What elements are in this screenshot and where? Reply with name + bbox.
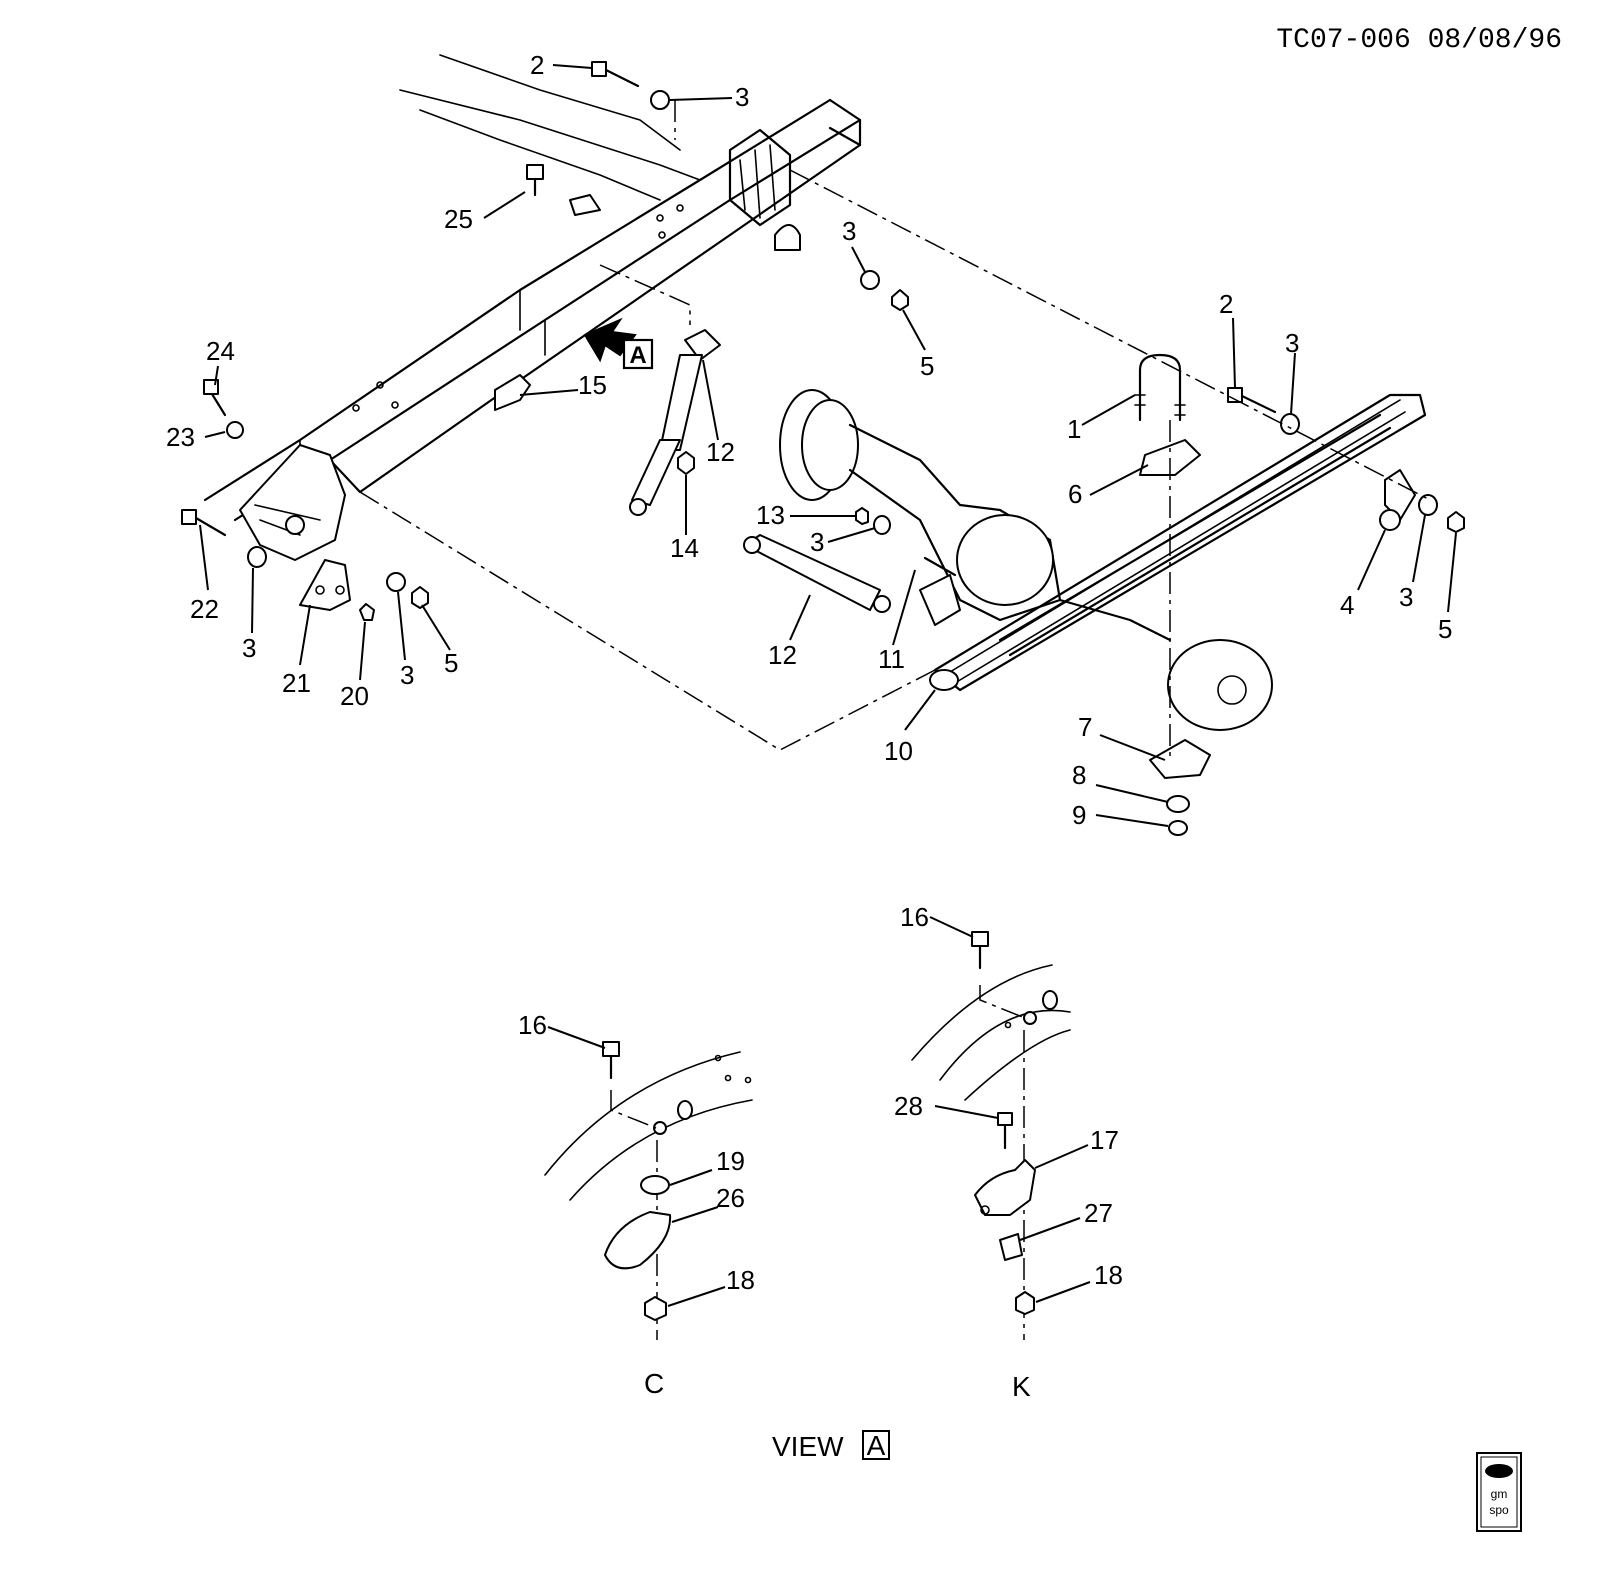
callout-10: 10 xyxy=(884,736,913,766)
callout-3: 3 xyxy=(400,660,414,690)
front-spring-hanger xyxy=(239,444,351,611)
detail-label-k: K xyxy=(1012,1371,1031,1402)
u-bolt xyxy=(1134,353,1186,422)
view-a-badge: A xyxy=(622,338,654,370)
lower-plate xyxy=(1149,739,1211,836)
drawing-id: TC07-006 08/08/96 xyxy=(1276,25,1562,56)
callout-25: 25 xyxy=(444,204,473,234)
callout-17: 17 xyxy=(1090,1125,1119,1155)
bump-stop xyxy=(494,374,531,411)
svg-text:spo: spo xyxy=(1489,1503,1509,1517)
frame-crossmember xyxy=(728,128,801,251)
callout-3: 3 xyxy=(842,216,856,246)
callouts: 2 3 25 3 5 24 23 15 12 14 22 3 21 20 3 5… xyxy=(166,50,1452,830)
detail-view-c: 16 19 26 18 C xyxy=(518,1010,755,1399)
callout-9: 9 xyxy=(1072,800,1086,830)
callout-11: 11 xyxy=(878,644,905,674)
callout-20: 20 xyxy=(340,681,369,711)
callout-12: 12 xyxy=(768,640,797,670)
shock-absorber-upper xyxy=(629,329,721,516)
callout-18: 18 xyxy=(726,1265,755,1295)
svg-text:VIEW: VIEW xyxy=(772,1431,844,1462)
fasteners xyxy=(181,61,1465,621)
callout-3: 3 xyxy=(242,633,256,663)
callout-26: 26 xyxy=(716,1183,745,1213)
callout-5: 5 xyxy=(444,648,458,678)
rear-shackle xyxy=(1379,469,1416,531)
callout-7: 7 xyxy=(1078,712,1092,742)
callout-23: 23 xyxy=(166,422,195,452)
callout-1: 1 xyxy=(1067,414,1081,444)
svg-text:A: A xyxy=(629,342,646,369)
callout-2: 2 xyxy=(530,50,544,80)
callout-19: 19 xyxy=(716,1146,745,1176)
callout-16: 16 xyxy=(900,902,929,932)
callout-16: 16 xyxy=(518,1010,547,1040)
callout-3: 3 xyxy=(810,527,824,557)
spring-plate xyxy=(1139,439,1201,476)
callout-8: 8 xyxy=(1072,760,1086,790)
callout-12: 12 xyxy=(706,437,735,467)
callout-27: 27 xyxy=(1084,1198,1113,1228)
callout-18: 18 xyxy=(1094,1260,1123,1290)
gm-spo-logo: gm spo xyxy=(1476,1452,1522,1532)
detail-view-k: 16 28 17 27 18 K xyxy=(894,902,1123,1402)
callout-28: 28 xyxy=(894,1091,923,1121)
callout-22: 22 xyxy=(190,594,219,624)
detail-label-c: C xyxy=(644,1368,664,1399)
phantom-lines xyxy=(359,100,1431,760)
rear-axle xyxy=(779,389,1273,731)
callout-24: 24 xyxy=(206,336,235,366)
callout-4: 4 xyxy=(1340,590,1354,620)
callout-3: 3 xyxy=(1285,328,1299,358)
leader-lines xyxy=(199,64,1457,827)
view-caption: VIEW A xyxy=(772,1430,890,1462)
shock-absorber-lower xyxy=(743,534,891,613)
callout-5: 5 xyxy=(920,351,934,381)
callout-3: 3 xyxy=(735,82,749,112)
callout-21: 21 xyxy=(282,668,311,698)
callout-15: 15 xyxy=(578,370,607,400)
svg-text:gm: gm xyxy=(1491,1487,1508,1501)
callout-3: 3 xyxy=(1399,582,1413,612)
callout-2: 2 xyxy=(1219,289,1233,319)
callout-14: 14 xyxy=(670,533,699,563)
callout-6: 6 xyxy=(1068,479,1082,509)
callout-13: 13 xyxy=(756,500,785,530)
callout-5: 5 xyxy=(1438,614,1452,644)
svg-text:A: A xyxy=(867,1430,886,1461)
